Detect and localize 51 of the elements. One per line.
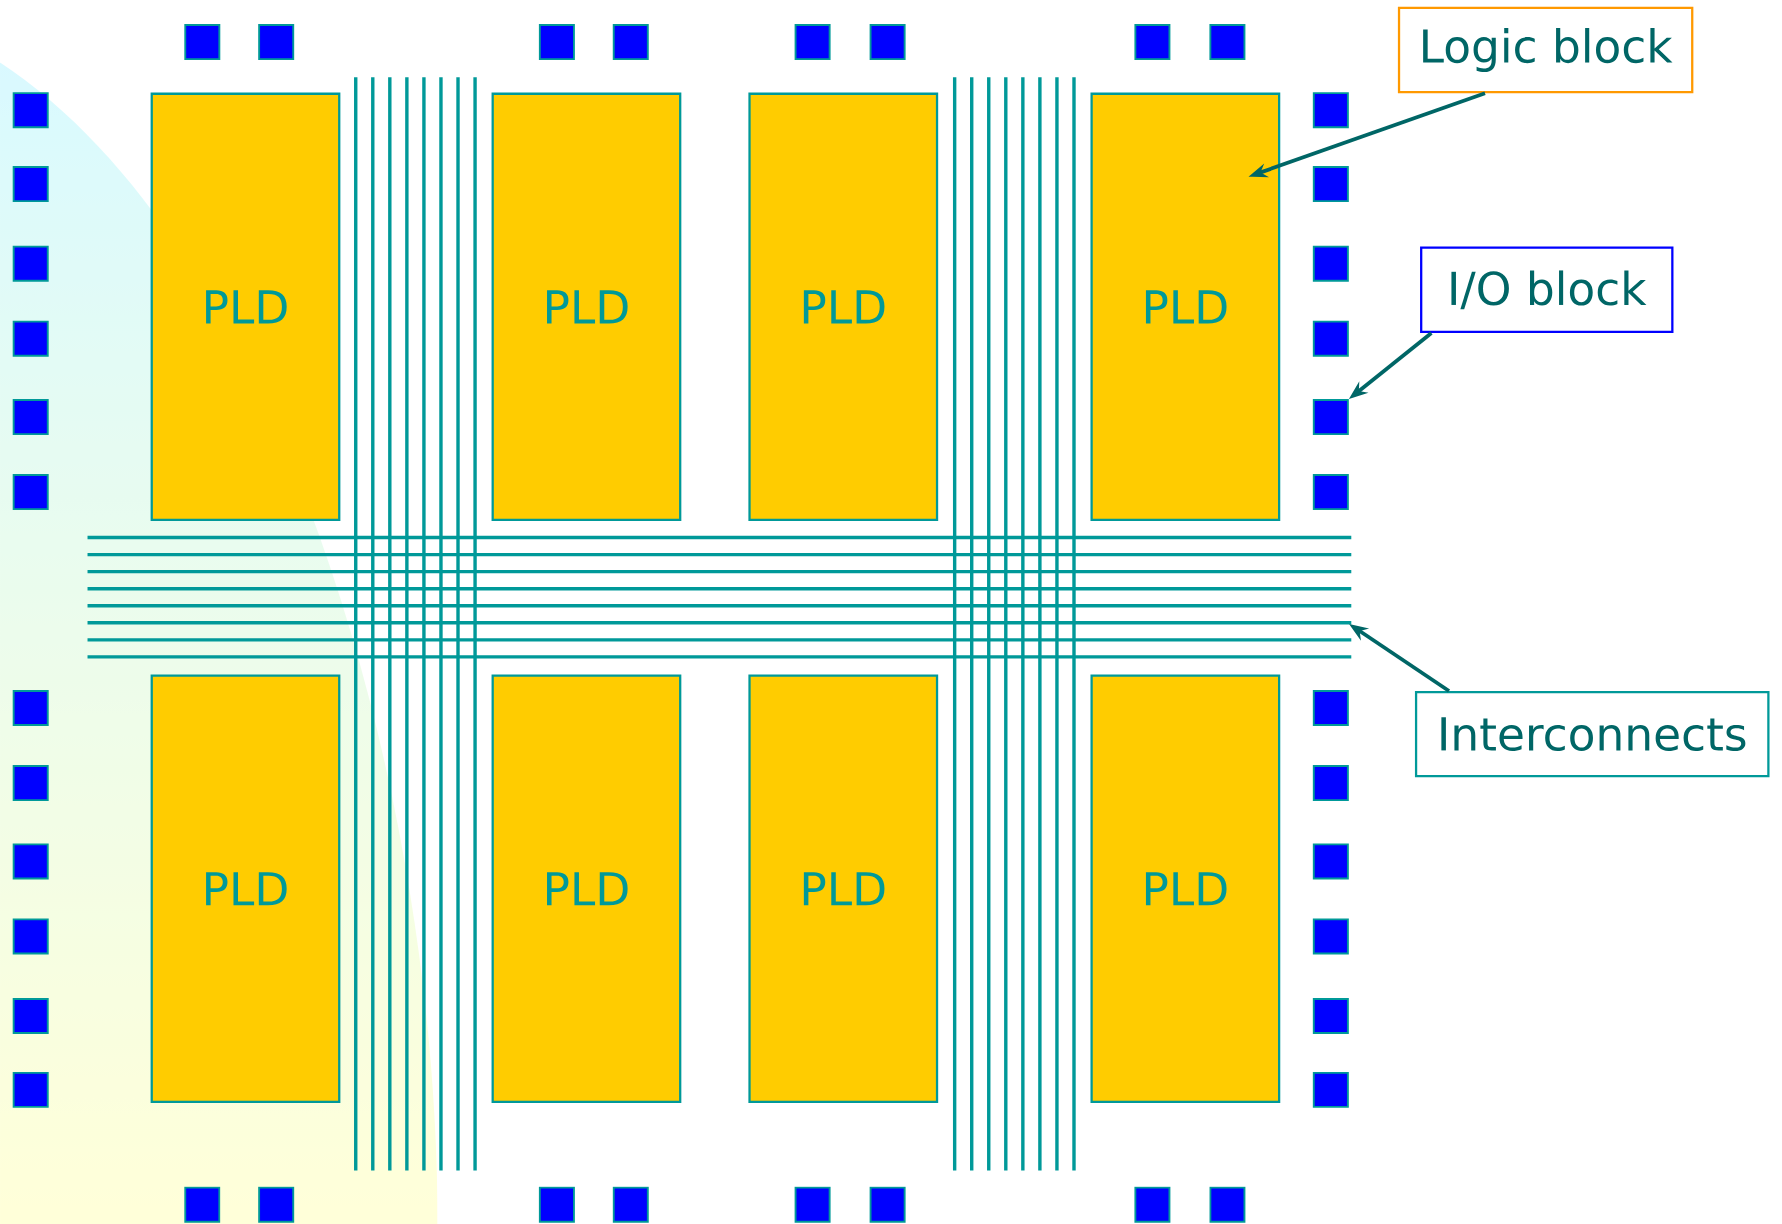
io-pad [184,1186,221,1223]
io-pad [1312,166,1349,203]
io-pad [869,1186,906,1223]
io-pad [12,399,49,436]
io-pad [12,1071,49,1108]
io-pad [12,765,49,802]
logic-block-box: PLD [1090,674,1281,1103]
io-pad [1312,998,1349,1035]
io-pad [1312,320,1349,357]
io-pad [1312,918,1349,955]
io-pad [794,1186,831,1223]
io-pad [1134,24,1171,61]
io-pad [612,1186,649,1223]
io-pad [12,320,49,357]
logic-block-box: PLD [150,92,341,522]
logic-block-box: PLD [1090,92,1281,522]
io-pad [869,24,906,61]
io-pad [1312,690,1349,727]
callout-box: I/O block [1420,246,1674,333]
io-pad [184,24,221,61]
callout-box: Interconnects [1414,691,1770,778]
logic-block-box: PLD [491,92,682,522]
io-pad [12,998,49,1035]
io-pad [1312,399,1349,436]
io-pad [1312,245,1349,282]
io-pad [794,24,831,61]
logic-block-box: PLD [150,674,341,1103]
io-pad [12,92,49,129]
logic-block-box: PLD [748,674,939,1103]
io-pad [12,690,49,727]
io-pad [12,245,49,282]
io-pad [1312,92,1349,129]
io-pad [12,843,49,880]
io-pad [538,24,575,61]
io-pad [1312,765,1349,802]
io-pad [1209,1186,1246,1223]
io-pad [1209,24,1246,61]
io-pad [1134,1186,1171,1223]
io-pad [258,24,295,61]
io-pad [1312,1071,1349,1108]
io-pad [258,1186,295,1223]
logic-block-box: PLD [748,92,939,522]
io-pad [12,918,49,955]
io-pad [612,24,649,61]
io-pad [1312,843,1349,880]
io-pad [1312,474,1349,511]
io-pad [12,474,49,511]
callout-box: Logic block [1397,6,1694,94]
io-pad [538,1186,575,1223]
logic-block-box: PLD [491,674,682,1103]
io-pad [12,166,49,203]
